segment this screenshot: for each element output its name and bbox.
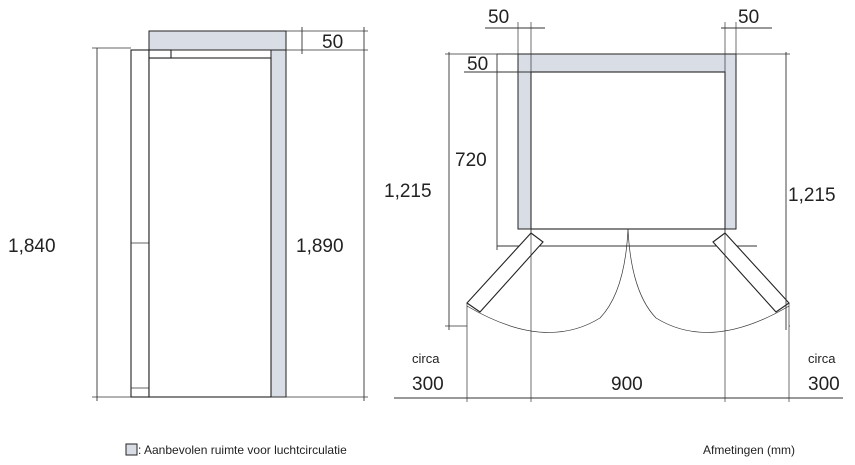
- legend: : Aanbevolen ruimte voor luchtcirculatie: [125, 443, 347, 457]
- fridge-cabinet-side: [148, 57, 272, 398]
- side-view: 1,840 1,890 50: [8, 27, 368, 401]
- width-label: 900: [611, 374, 643, 395]
- left-door-open: [466, 232, 544, 313]
- side-clearance-left-label: 50: [488, 7, 509, 28]
- back-clearance-label: 50: [467, 54, 488, 75]
- units-note: Afmetingen (mm): [703, 443, 795, 457]
- depth-open-right-label: 1,215: [788, 185, 836, 206]
- depth-open-left-label: 1,215: [384, 181, 432, 202]
- top-air-clearance: [148, 30, 287, 51]
- door-profile: [130, 49, 150, 398]
- side-clearance-right-label: 50: [738, 7, 759, 28]
- legend-label: : Aanbevolen ruimte voor luchtcirculatie: [138, 443, 347, 457]
- door-swing-left-label: 300: [412, 374, 444, 395]
- top-clearance-label: 50: [322, 32, 343, 53]
- hinge: [148, 49, 172, 59]
- right-door-swing-arc: [627, 228, 790, 333]
- door-swing-right-label: 300: [808, 374, 840, 395]
- left-door-swing-arc: [466, 228, 629, 333]
- door-swing-right-prefix: circa: [808, 351, 836, 366]
- top-view: 50 50 50 720 1,215 1,215 circa 300 900 c…: [384, 7, 843, 402]
- door-swing-left-prefix: circa: [412, 351, 440, 366]
- back-air-clearance: [270, 49, 287, 398]
- fridge-cabinet-top: [530, 71, 726, 230]
- legend-swatch: [125, 443, 138, 456]
- height-total-label: 1,890: [296, 236, 344, 257]
- right-door-open: [712, 232, 790, 313]
- height-fridge-label: 1,840: [8, 236, 56, 257]
- depth-label: 720: [455, 150, 487, 171]
